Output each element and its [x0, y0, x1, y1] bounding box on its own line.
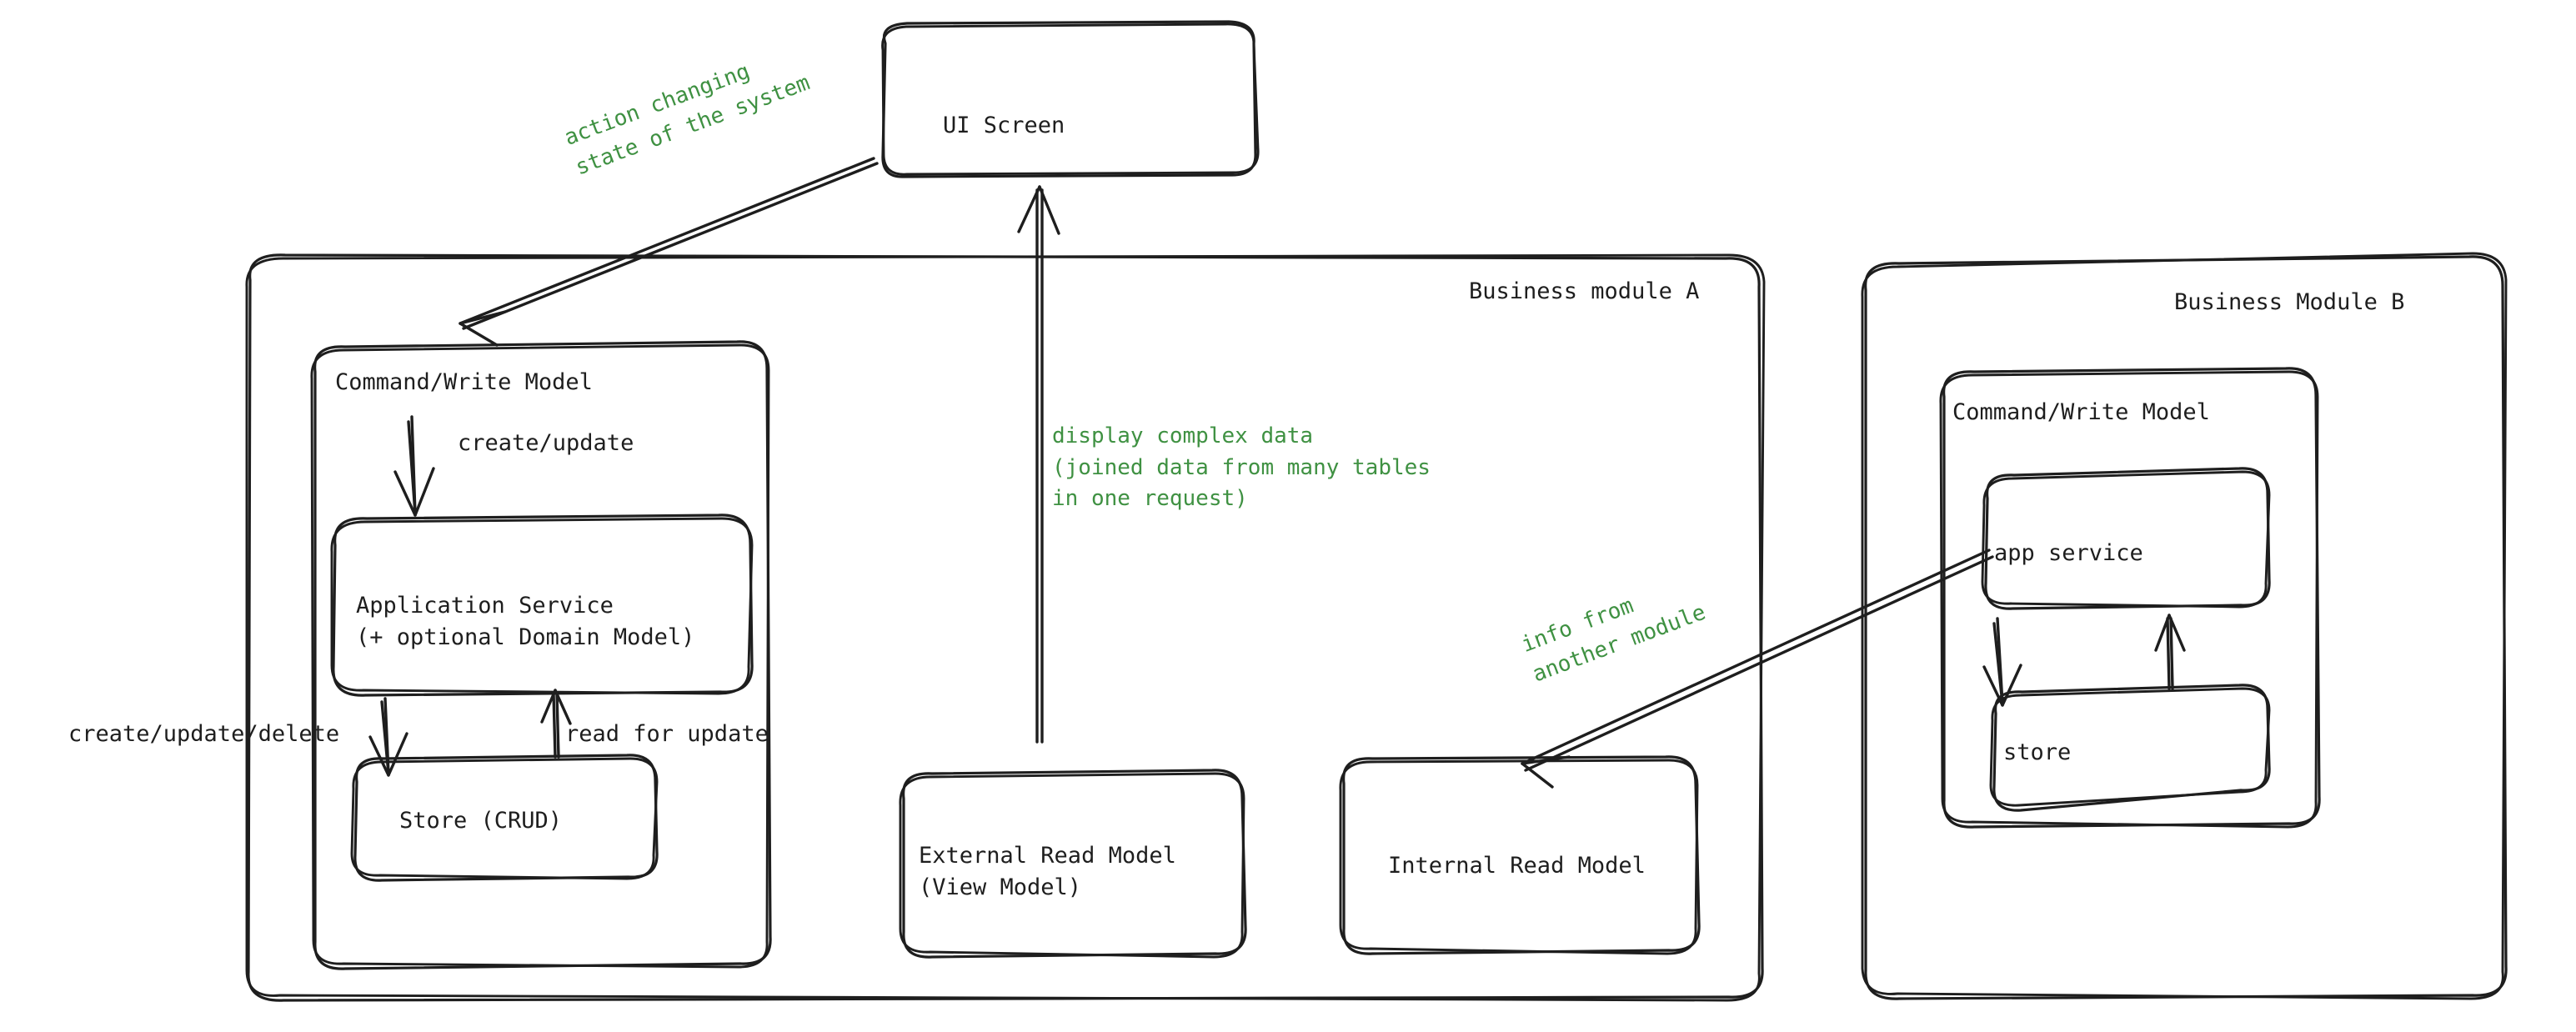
command-write-model-a-label: Command/Write Model	[335, 369, 593, 395]
edge-label-create-update: create/update	[458, 430, 634, 456]
external-read-model-label-line1: External Read Model	[919, 843, 1176, 869]
application-service-label-line2: (+ optional Domain Model)	[356, 624, 695, 650]
store-b-label: store	[2003, 739, 2072, 765]
annotation-display-complex-data: display complex data (joined data from m…	[1052, 423, 1431, 512]
edge-ui-to-command-write-model-a	[459, 157, 879, 347]
external-read-model-label-line2: (View Model)	[919, 874, 1082, 900]
ui-screen-label: UI Screen	[943, 113, 1065, 138]
business-module-b-label: Business Module B	[2174, 289, 2405, 315]
app-service-b-label: app service	[1994, 540, 2143, 566]
edge-label-create-update-delete: create/update/delete	[68, 721, 340, 747]
business-module-b-box-shape	[1861, 252, 2508, 1000]
annotation-info-from-another-module: info from another module	[1518, 593, 1710, 688]
application-service-label-line1: Application Service	[356, 593, 614, 619]
internal-read-model-label: Internal Read Model	[1388, 853, 1646, 879]
edge-app-service-b-to-store-b	[1982, 617, 2022, 707]
business-module-a-label: Business module A	[1469, 278, 1700, 304]
edge-app-service-to-store-a	[368, 697, 408, 777]
edge-label-read-for-update: read for update	[565, 721, 769, 747]
edge-store-b-to-app-service-b	[2154, 614, 2186, 690]
command-write-model-b-label: Command/Write Model	[1952, 399, 2210, 425]
command-write-model-b-box-shape	[1939, 367, 2321, 829]
ui-screen-box-shape	[881, 20, 1260, 178]
annotation-action-changing-state: action changing state of the system	[561, 58, 814, 181]
edge-command-write-model-a-to-app-service	[393, 415, 435, 517]
store-crud-label: Store (CRUD)	[399, 808, 563, 834]
